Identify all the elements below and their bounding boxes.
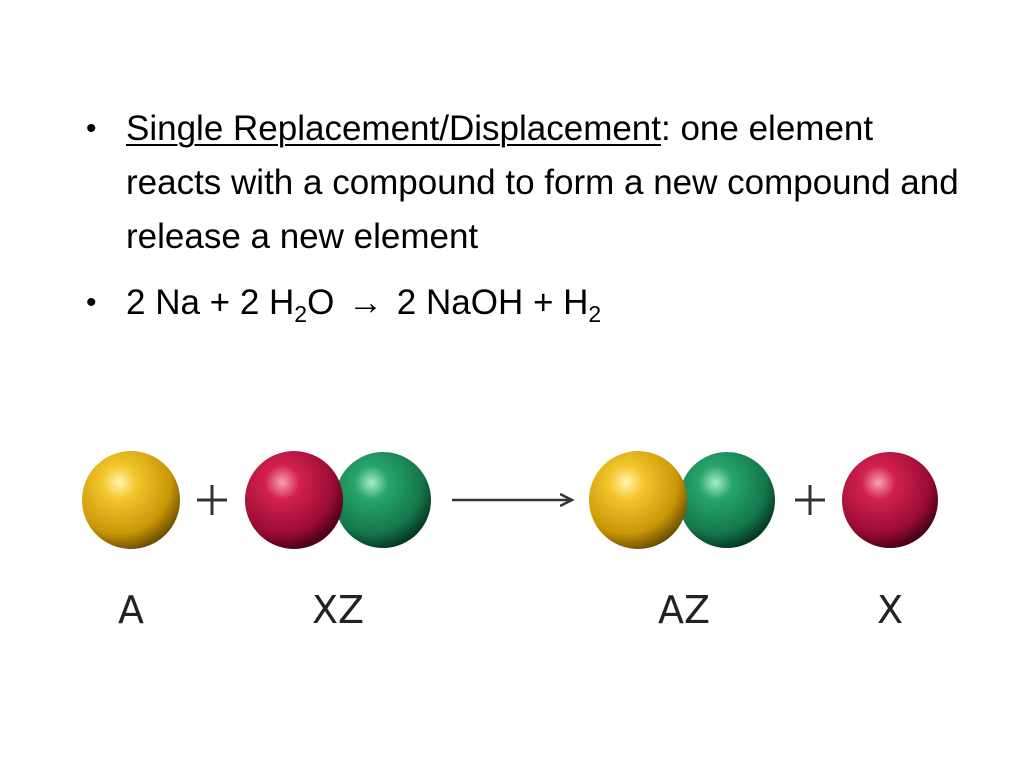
- atom-z-sphere: [335, 452, 431, 548]
- label-az: AZ: [658, 588, 710, 632]
- definition-bullet: • Single Replacement/Displacement: one e…: [86, 102, 966, 264]
- plus-icon: [197, 485, 227, 515]
- definition-text: one element reacts with a compound to fo…: [126, 109, 959, 256]
- reaction-arrow-icon: →: [348, 283, 384, 322]
- equation-oxygen: O: [307, 283, 335, 322]
- label-a: A: [118, 588, 144, 632]
- label-xz: XZ: [312, 588, 364, 632]
- plus-icon: [795, 485, 825, 515]
- atom-x-sphere: [245, 451, 343, 549]
- bullet-marker: •: [86, 112, 97, 145]
- hydrogen-subscript: 2: [588, 301, 602, 327]
- label-x: X: [877, 588, 903, 632]
- atom-a-sphere: [589, 451, 687, 549]
- atom-x-sphere: [842, 452, 938, 548]
- reaction-diagram: A XZ AZ X: [82, 451, 938, 632]
- reaction-type-term: Single Replacement/Displacement: [126, 109, 661, 148]
- bullet-list: • Single Replacement/Displacement: one e…: [86, 102, 966, 330]
- atom-z-sphere: [679, 452, 775, 548]
- bullet-marker: •: [86, 286, 97, 319]
- equation-reactants: 2 Na + 2 H: [126, 283, 295, 322]
- water-subscript: 2: [294, 301, 308, 327]
- term-separator: :: [661, 109, 671, 148]
- atom-a-sphere: [82, 451, 180, 549]
- equation-products: 2 NaOH + H: [396, 283, 589, 322]
- equation-bullet: • 2 Na + 2 H2O → 2 NaOH + H2: [86, 276, 966, 330]
